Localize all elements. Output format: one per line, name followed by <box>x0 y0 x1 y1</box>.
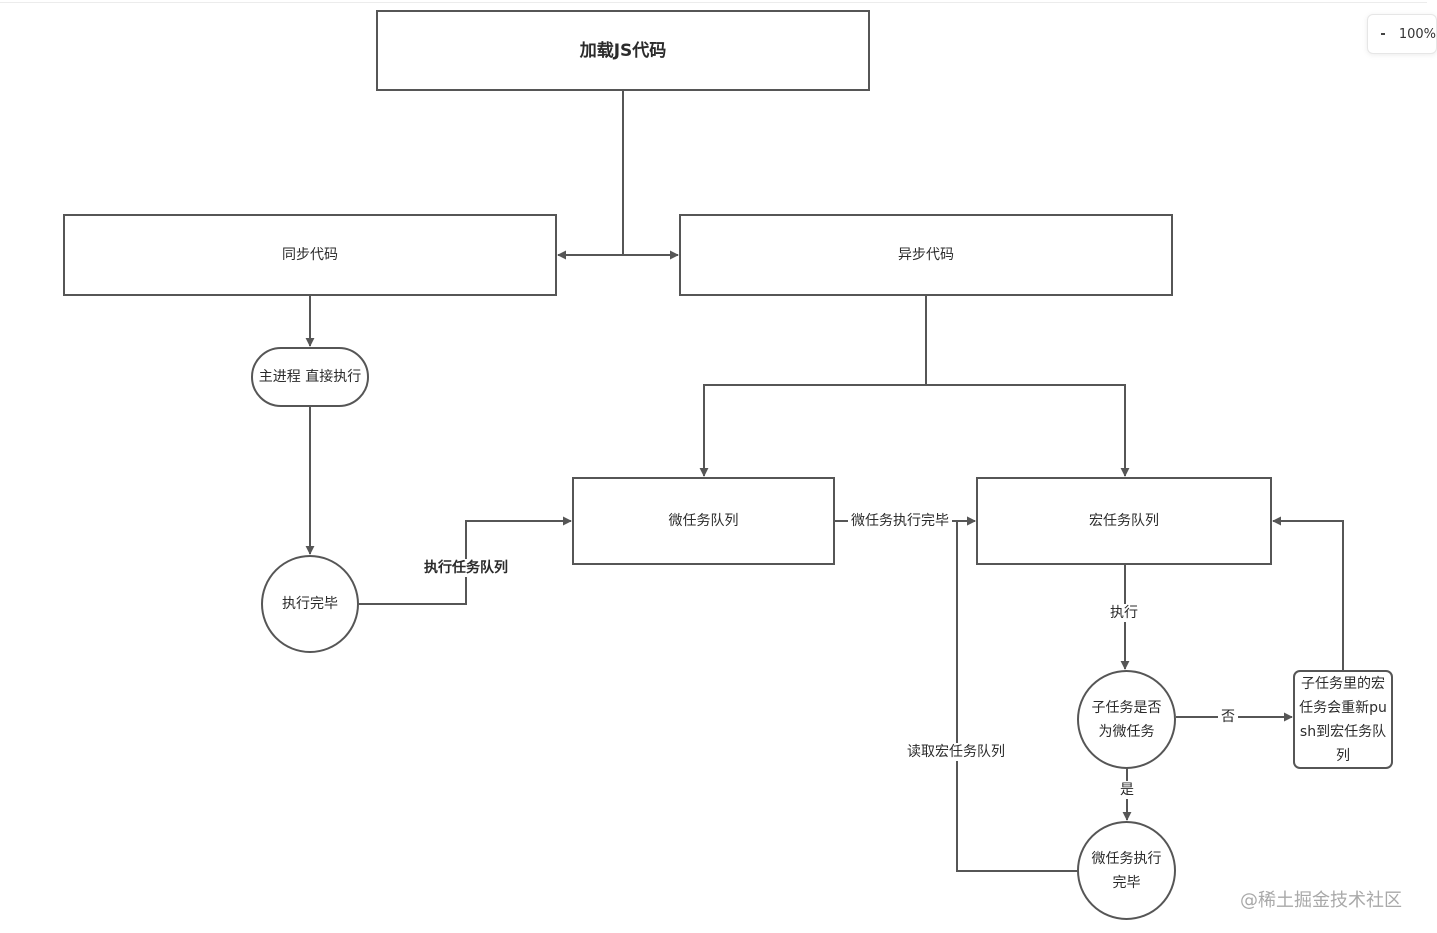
zoom-out-icon[interactable] <box>1381 33 1385 35</box>
node-exec-done-label: 执行完毕 <box>282 596 338 612</box>
watermark: @稀土掘金技术社区 <box>1240 890 1402 911</box>
edge-push-to-macro <box>1272 516 1344 670</box>
edge-label-no: 否 <box>1218 708 1238 726</box>
node-push-to-macro-label: 子任务里的宏任务会重新push到宏任务队列 <box>1299 675 1387 764</box>
edge-label-execute: 执行 <box>1107 604 1141 622</box>
node-main-thread-exec-label: 主进程 直接执行 <box>258 369 362 385</box>
node-async-code-label: 异步代码 <box>898 247 954 263</box>
node-async-code: 异步代码 <box>679 214 1173 296</box>
node-macro-queue: 宏任务队列 <box>976 477 1272 565</box>
node-micro-queue-label: 微任务队列 <box>668 513 739 529</box>
node-micro-exec-done-label: 微任务执行完毕 <box>1091 850 1162 891</box>
zoom-control[interactable]: 100% <box>1367 14 1437 54</box>
top-border <box>0 2 1427 3</box>
edge-branch-to-macro <box>926 384 1130 477</box>
edge-label-read-macro-queue: 读取宏任务队列 <box>904 743 1008 761</box>
zoom-level: 100% <box>1398 26 1436 42</box>
node-micro-queue: 微任务队列 <box>572 477 835 565</box>
node-is-subtask-micro-label: 子任务是否为微任务 <box>1091 699 1162 740</box>
node-main-thread-exec: 主进程 直接执行 <box>251 347 369 407</box>
edge-label-micro-exec-complete: 微任务执行完毕 <box>848 512 952 530</box>
node-is-subtask-micro: 子任务是否为微任务 <box>1077 670 1176 769</box>
node-sync-code-label: 同步代码 <box>282 247 338 263</box>
node-load-js: 加载JS代码 <box>376 10 870 91</box>
node-push-to-macro: 子任务里的宏任务会重新push到宏任务队列 <box>1293 670 1393 769</box>
edge-label-exec-task-queue: 执行任务队列 <box>421 559 511 577</box>
node-exec-done: 执行完毕 <box>261 555 359 653</box>
edge-branch-to-micro <box>699 384 926 477</box>
node-micro-exec-done: 微任务执行完毕 <box>1077 821 1176 920</box>
node-load-js-label: 加载JS代码 <box>579 40 667 61</box>
edge-microdone-to-macro <box>956 516 1078 872</box>
node-sync-code: 同步代码 <box>63 214 557 296</box>
edge-label-yes: 是 <box>1117 781 1137 799</box>
node-macro-queue-label: 宏任务队列 <box>1089 513 1159 529</box>
